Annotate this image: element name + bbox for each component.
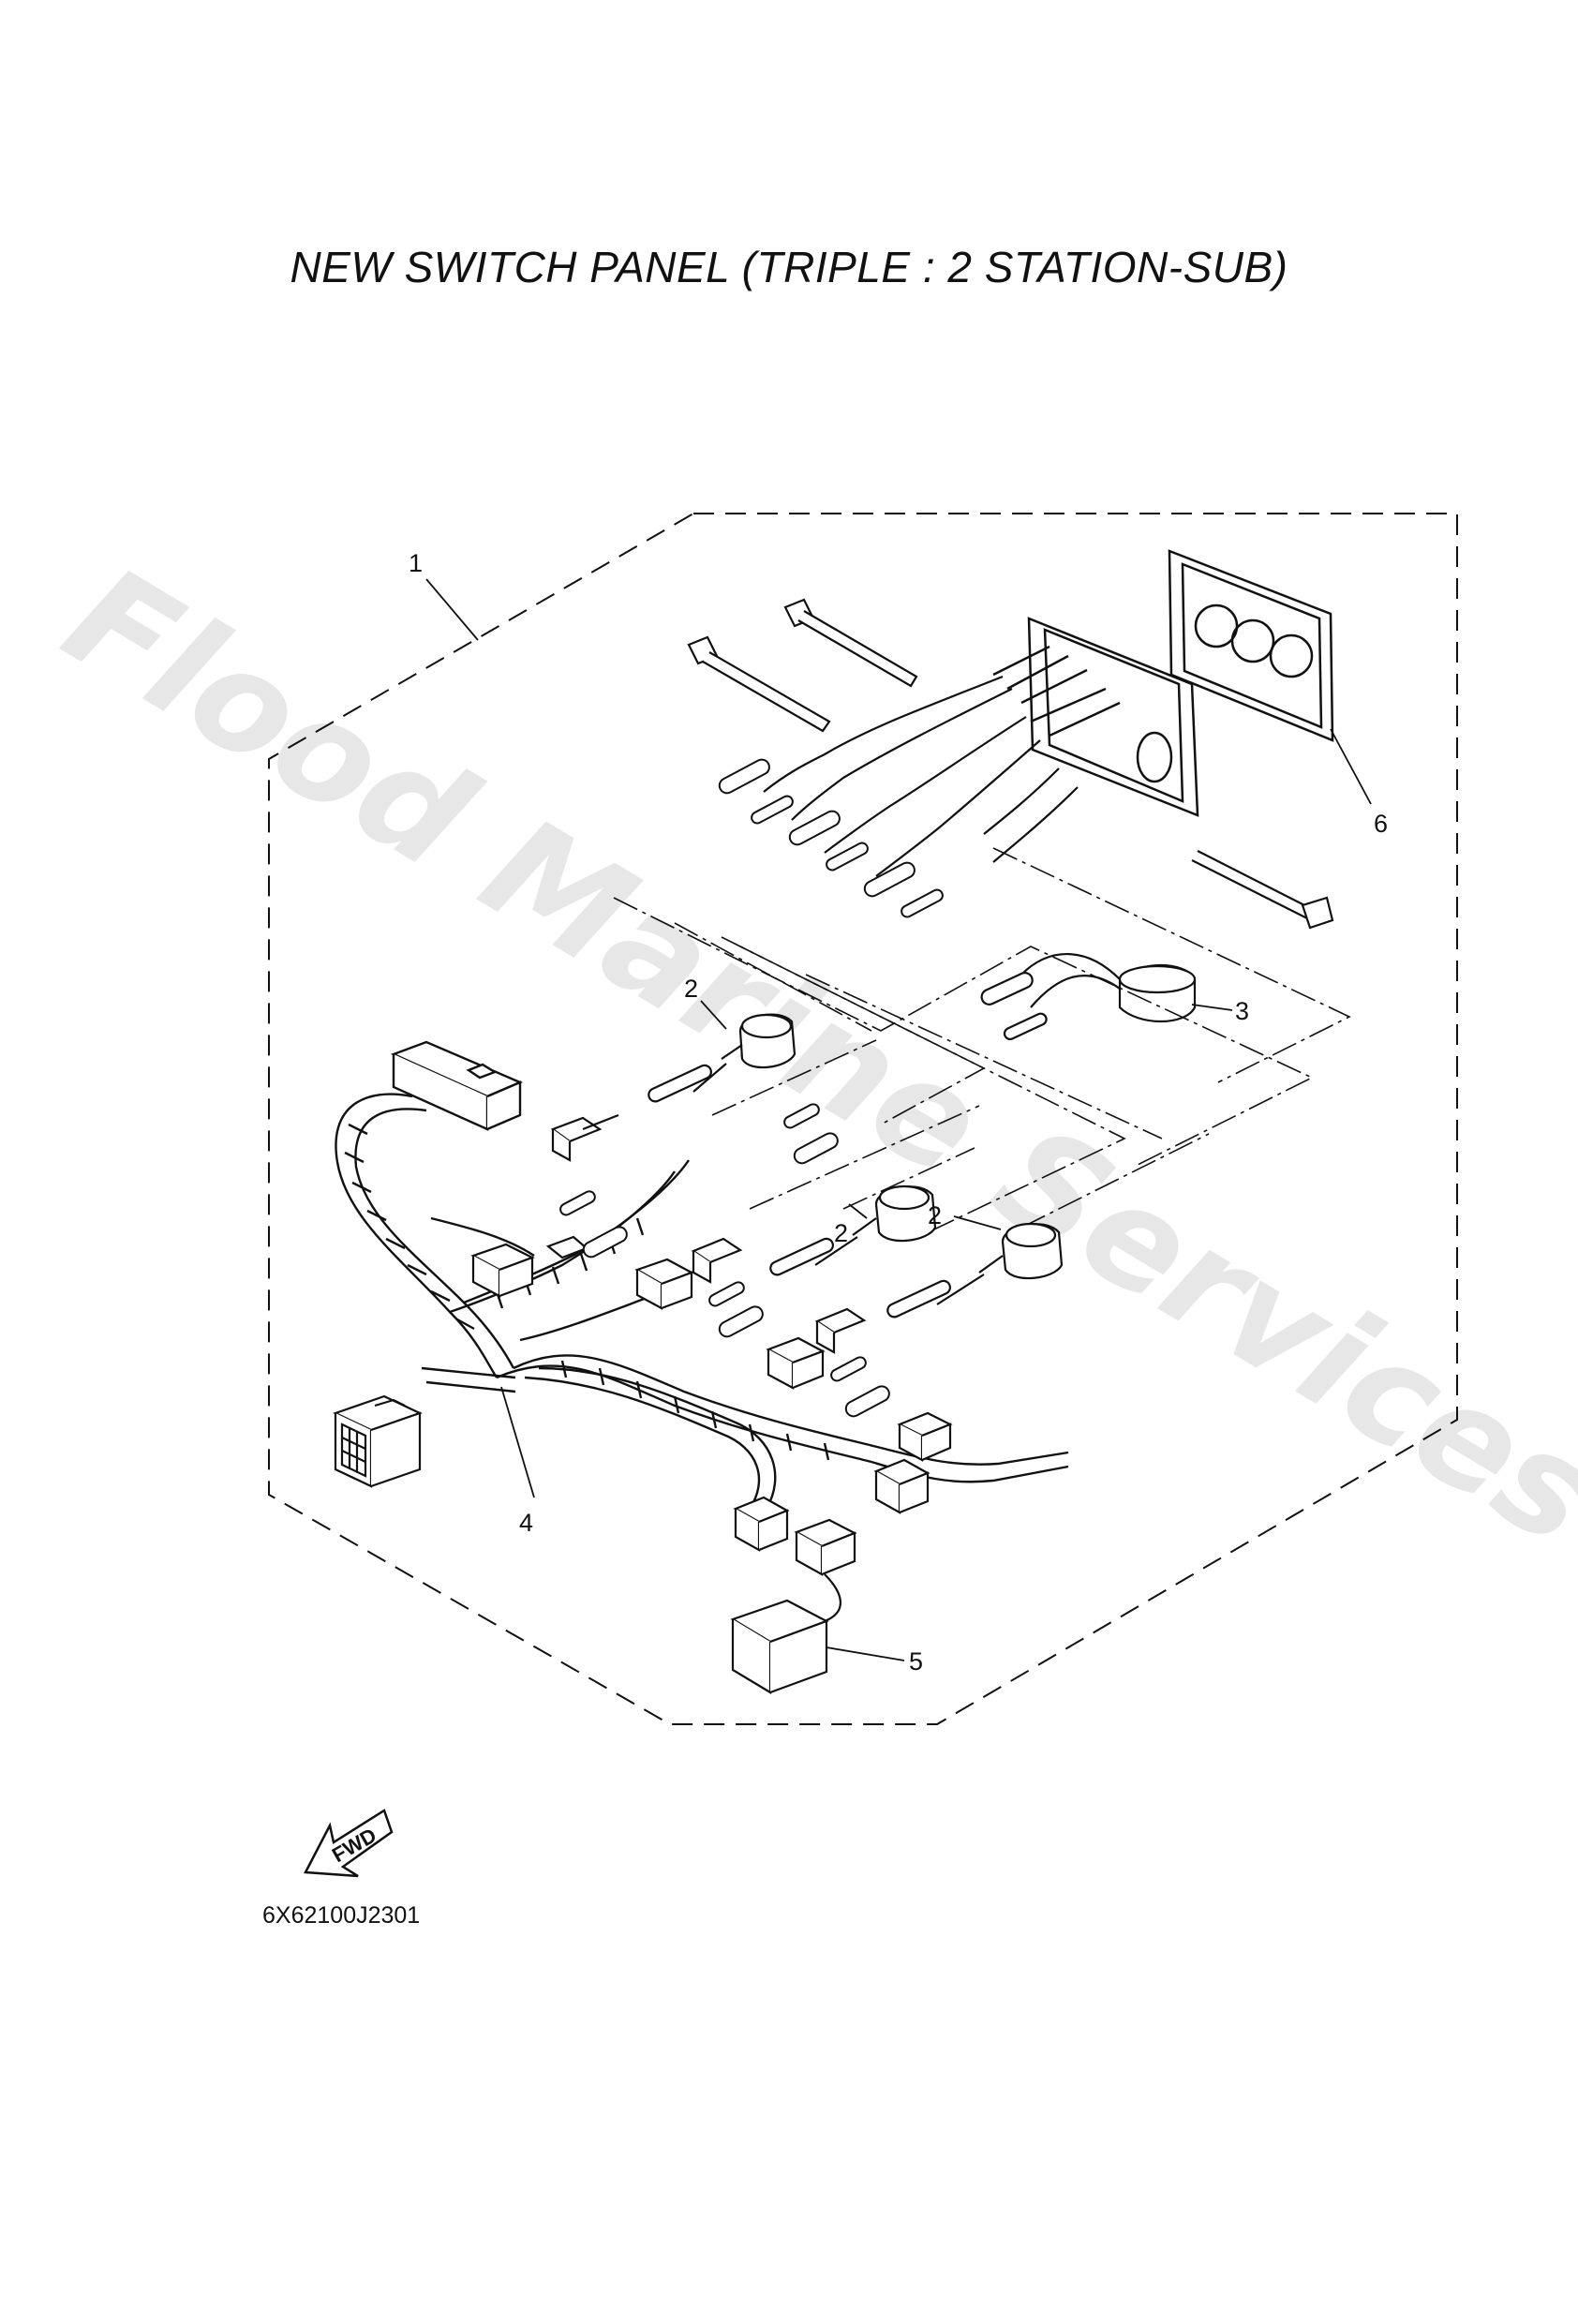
callout-2-c: 2 bbox=[928, 1201, 942, 1229]
callout-3: 3 bbox=[1235, 997, 1249, 1025]
leader-lines bbox=[425, 578, 1372, 1661]
cable-ties bbox=[687, 598, 1334, 930]
callout-5: 5 bbox=[909, 1647, 923, 1676]
switch-body bbox=[992, 617, 1199, 817]
bullet-connectors-lower bbox=[559, 1103, 890, 1418]
harness-connectors bbox=[470, 1235, 953, 1552]
callout-4: 4 bbox=[519, 1509, 533, 1537]
switch-panel-plate bbox=[1168, 549, 1334, 742]
bullet-connectors-upper bbox=[718, 758, 944, 918]
callout-6: 6 bbox=[1374, 810, 1388, 838]
callout-1: 1 bbox=[409, 549, 423, 577]
plug-switch-c bbox=[814, 1222, 1064, 1354]
diagram-title: NEW SWITCH PANEL (TRIPLE : 2 STATION-SUB… bbox=[290, 243, 1288, 291]
switch-lead-wires bbox=[763, 675, 1079, 877]
assembly-boundary bbox=[268, 513, 1458, 1725]
main-harness-connector bbox=[390, 1040, 524, 1131]
fwd-arrow-icon: FWD bbox=[304, 1809, 394, 1878]
part-code: 6X62100J2301 bbox=[262, 1902, 421, 1929]
main-harness bbox=[335, 1093, 1069, 1510]
plug-switch-b bbox=[691, 1184, 937, 1284]
callout-2-a: 2 bbox=[684, 975, 698, 1003]
routing-lines bbox=[613, 847, 1351, 1238]
sub-unit bbox=[730, 1518, 857, 1694]
buzzer bbox=[980, 953, 1197, 1041]
multi-pin-connector bbox=[333, 1394, 423, 1488]
callout-2-b: 2 bbox=[834, 1219, 848, 1247]
plug-switch-a bbox=[550, 1013, 796, 1162]
